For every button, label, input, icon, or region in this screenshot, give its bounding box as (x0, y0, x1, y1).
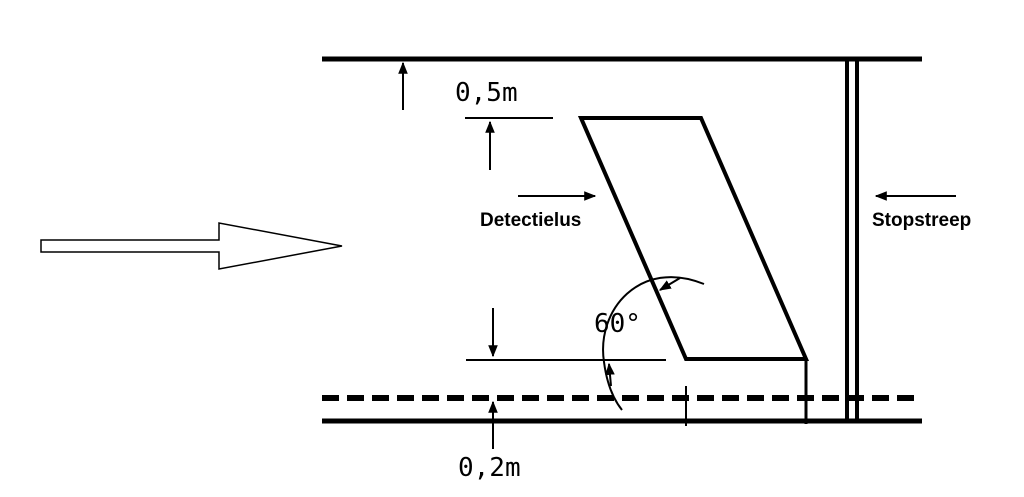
bottom-offset-label: 0,2m (458, 453, 521, 483)
angle-arrow-upper (658, 277, 681, 291)
angle-arc (602, 276, 705, 411)
angle-label: 60° (594, 309, 641, 339)
traffic-direction-arrow (40, 222, 343, 270)
loop-label: Detectielus (480, 210, 581, 231)
stop-line-label: Stopstreep (872, 210, 971, 231)
top-offset-label: 0,5m (455, 78, 518, 108)
angle-arrow-lower (605, 362, 615, 387)
